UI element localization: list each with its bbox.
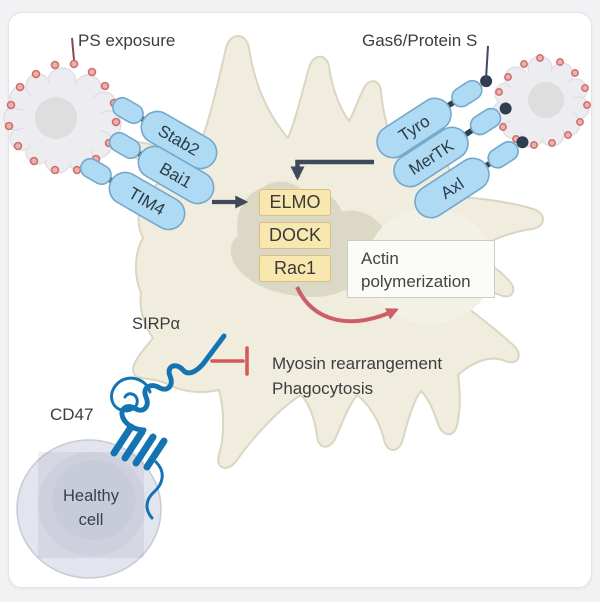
healthy-cell xyxy=(16,439,162,579)
cd47-transmembrane-helices xyxy=(110,423,168,471)
inhibition-target-text: Myosin rearrangement Phagocytosis xyxy=(272,351,442,401)
myosin-rearrangement-label: Myosin rearrangement xyxy=(272,354,443,373)
cd47-label: CD47 xyxy=(50,405,94,424)
cd47-igv-loop xyxy=(110,376,152,413)
apoptotic-cell-left-nucleus xyxy=(35,97,77,139)
gas6-protein-s-label: Gas6/Protein S xyxy=(362,31,478,50)
healthy-cell-square-overlay xyxy=(38,452,144,558)
gas6-pointer-line xyxy=(485,45,489,80)
ps-exposure-label: PS exposure xyxy=(78,31,176,50)
elmo-label: ELMO xyxy=(269,192,321,212)
sirp-alpha-label: SIRPα xyxy=(132,315,181,333)
elmo-box: ELMO xyxy=(259,189,331,216)
healthy-cell-label: Healthy cell xyxy=(37,484,145,532)
activation-arrow-tam-to-elmo-icon xyxy=(290,159,374,181)
healthy-cell-label-line1: Healthy xyxy=(63,487,119,505)
receptor-bai1: Bai1 xyxy=(108,131,215,205)
actin-label-line2: polymerization xyxy=(361,272,471,291)
ps-dots-right xyxy=(495,54,591,149)
apoptotic-cell-left xyxy=(3,67,122,174)
receptor-axl: Axl xyxy=(414,136,529,219)
inhibition-tbar-icon xyxy=(210,346,249,376)
rac1-box: Rac1 xyxy=(259,255,331,282)
gas6-bridge-dot xyxy=(499,102,512,115)
gas6-bridge-dot xyxy=(516,136,529,149)
actin-label-line1: Actin xyxy=(361,249,399,268)
dock-label: DOCK xyxy=(268,225,321,245)
healthy-cell-label-line2: cell xyxy=(78,511,104,529)
dock-box: DOCK xyxy=(259,222,331,249)
apoptotic-cell-right-nucleus xyxy=(528,82,564,118)
rac1-label: Rac1 xyxy=(273,258,317,278)
actin-polymerization-box: Actin polymerization xyxy=(347,240,495,298)
rac1-to-actin-arrow-icon xyxy=(295,286,399,324)
receptor-tim4: TIM4 xyxy=(79,157,186,231)
phagocytosis-label: Phagocytosis xyxy=(272,379,374,398)
ps-exposure-pointer-line xyxy=(71,37,75,61)
cd47-cytoplasmic-tail xyxy=(145,460,164,520)
gas6-bridge-dot xyxy=(480,75,493,88)
receptor-tyro: Tyro xyxy=(376,75,493,159)
receptor-mertk: MerTK xyxy=(393,102,512,188)
